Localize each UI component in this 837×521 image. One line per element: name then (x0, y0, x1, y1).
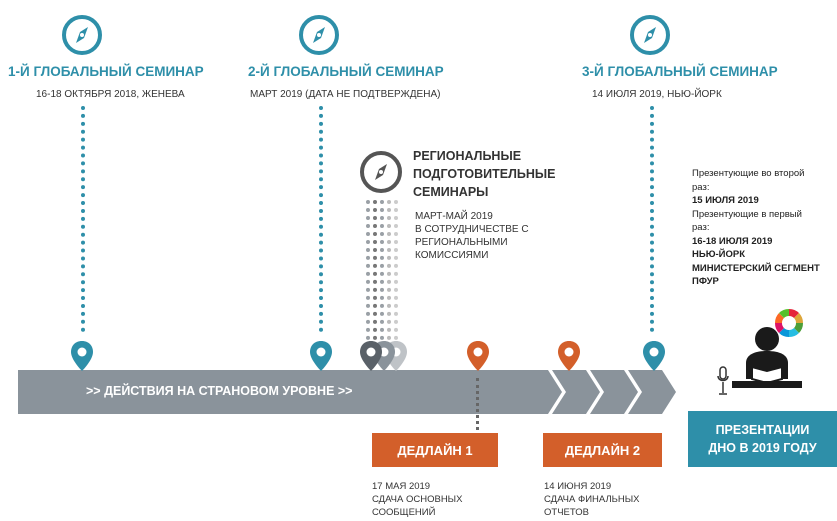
regional-connector (366, 200, 370, 340)
seminar-2-connector (319, 106, 323, 332)
presenters-line: 15 ИЮЛЯ 2019 (692, 195, 759, 206)
map-pin-icon (558, 341, 580, 371)
compass-icon (299, 15, 339, 55)
compass-icon (360, 151, 402, 193)
seminar-2-subtitle: МАРТ 2019 (ДАТА НЕ ПОДТВЕРЖДЕНА) (250, 89, 441, 100)
regional-title: РЕГИОНАЛЬНЫЕ ПОДГОТОВИТЕЛЬНЫЕ СЕМИНАРЫ (413, 147, 555, 201)
presenters-line: НЬЮ-ЙОРК (692, 249, 746, 260)
timeline-bar (18, 370, 676, 414)
presentation-line: ДНО В 2019 ГОДУ (708, 441, 817, 455)
seminar-1-title: 1-Й ГЛОБАЛЬНЫЙ СЕМИНАР (8, 64, 204, 79)
compass-icon (62, 15, 102, 55)
presentation-line: ПРЕЗЕНТАЦИИ (715, 423, 810, 437)
deadline-1-line: 17 МАЯ 2019 (372, 481, 431, 492)
regional-title-line: РЕГИОНАЛЬНЫЕ (413, 149, 522, 163)
presenters-line: ПФУР (692, 276, 719, 287)
deadline-1-line: СООБЩЕНИЙ (372, 507, 436, 518)
seminar-1-subtitle: 16-18 ОКТЯБРЯ 2018, ЖЕНЕВА (36, 89, 185, 100)
seminar-3-connector (650, 106, 654, 332)
map-pin-icon (643, 341, 665, 371)
deadline-1-line: СДАЧА ОСНОВНЫХ (372, 494, 463, 505)
timeline-label: >> ДЕЙСТВИЯ НА СТРАНОВОМ УРОВНЕ >> (86, 384, 353, 398)
presenters-line: Презентующие в первый (692, 208, 802, 220)
regional-sub-line: РЕГИОНАЛЬНЫМИ (415, 237, 508, 248)
regional-connector (387, 200, 391, 340)
deadline-2-details: 14 ИЮНЯ 2019 СДАЧА ФИНАЛЬНЫХ ОТЧЕТОВ (544, 480, 640, 519)
seminar-3-subtitle: 14 ИЮЛЯ 2019, НЬЮ-ЙОРК (592, 89, 722, 100)
map-pin-icon (310, 341, 332, 371)
regional-title-line: СЕМИНАРЫ (413, 185, 489, 199)
regional-subtitle: МАРТ-МАЙ 2019 В СОТРУДНИЧЕСТВЕ С РЕГИОНА… (415, 210, 529, 262)
deadline-1-details: 17 МАЯ 2019 СДАЧА ОСНОВНЫХ СООБЩЕНИЙ (372, 480, 462, 519)
deadline-2-line: СДАЧА ФИНАЛЬНЫХ (544, 494, 640, 505)
microphone-icon (717, 366, 729, 395)
deadline-2-box: ДЕДЛАЙН 2 (543, 433, 662, 467)
deadline-1-box: ДЕДЛАЙН 1 (372, 433, 498, 467)
regional-title-line: ПОДГОТОВИТЕЛЬНЫЕ (413, 167, 556, 181)
presenter-icon (732, 327, 802, 388)
compass-icon (630, 15, 670, 55)
presenters-line: раз: (692, 181, 710, 193)
deadline-1-connector (476, 378, 479, 430)
regional-sub-line: В СОТРУДНИЧЕСТВЕ С (415, 224, 529, 235)
deadline-2-line: ОТЧЕТОВ (544, 507, 589, 518)
regional-connector (373, 200, 377, 340)
map-pin-icon (360, 341, 382, 371)
presenters-line: раз: (692, 222, 710, 233)
map-pin-icon (71, 341, 93, 371)
presenters-text: Презентующие во второй раз: 15 ИЮЛЯ 2019… (692, 167, 834, 289)
presenters-line: МИНИСТЕРСКИЙ СЕГМЕНТ (692, 262, 820, 274)
presentation-box: ПРЕЗЕНТАЦИИ ДНО В 2019 ГОДУ (688, 411, 837, 467)
regional-connector (380, 200, 384, 340)
regional-sub-line: КОМИССИЯМИ (415, 250, 489, 261)
seminar-2-title: 2-Й ГЛОБАЛЬНЫЙ СЕМИНАР (248, 64, 444, 79)
presenters-line: 16-18 ИЮЛЯ 2019 (692, 235, 773, 247)
presenters-line: Презентующие во второй (692, 168, 805, 179)
sdg-wheel-icon (774, 308, 804, 338)
regional-connector (394, 200, 398, 340)
map-pin-icon (467, 341, 489, 371)
deadline-2-line: 14 ИЮНЯ 2019 (544, 481, 612, 492)
seminar-3-title: 3-Й ГЛОБАЛЬНЫЙ СЕМИНАР (582, 64, 778, 79)
regional-sub-line: МАРТ-МАЙ 2019 (415, 211, 493, 222)
seminar-1-connector (81, 106, 85, 332)
